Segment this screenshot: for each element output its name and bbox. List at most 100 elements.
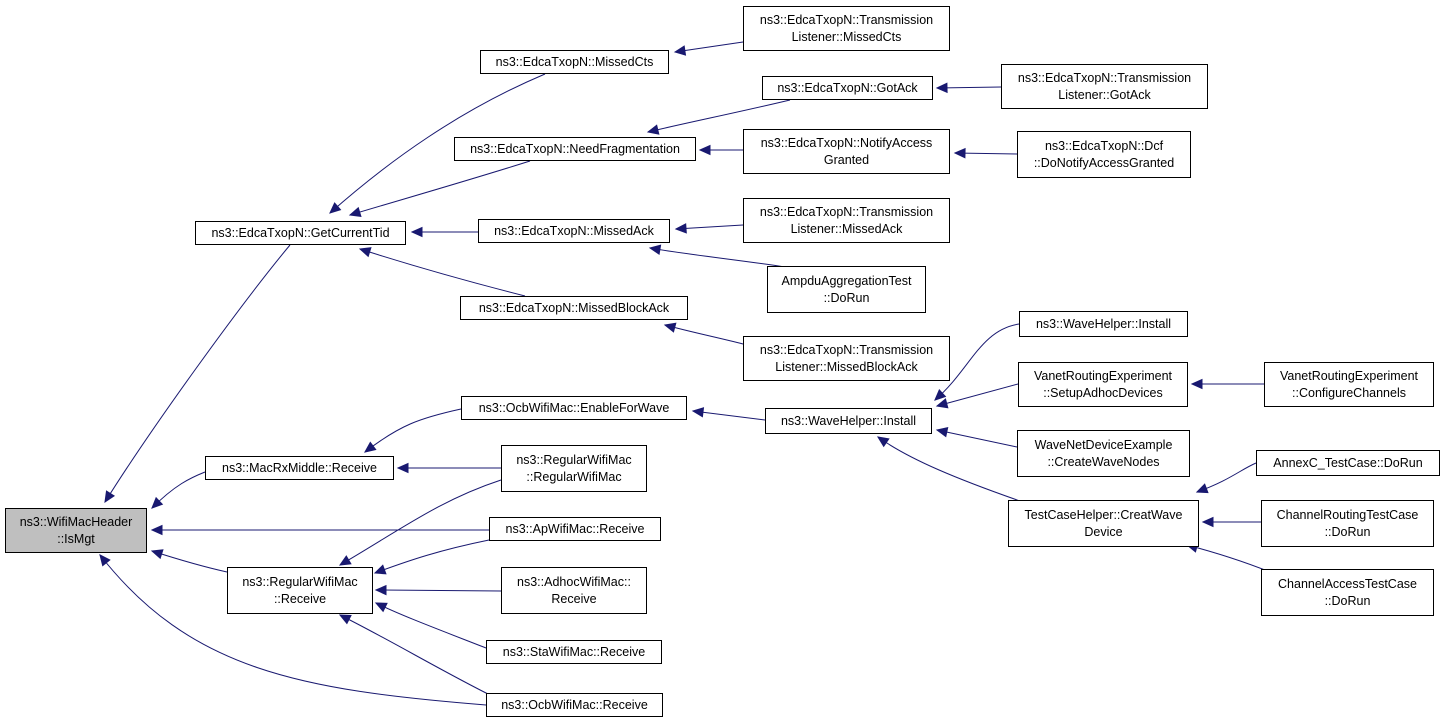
node-label-line: AnnexC_TestCase::DoRun (1273, 455, 1423, 470)
call-edge (675, 224, 744, 230)
arrowhead (1195, 483, 1209, 494)
node-channelaccesstestcase-dorun[interactable]: ChannelAccessTestCase::DoRun (1261, 569, 1434, 616)
node-macrxmiddle-receive[interactable]: ns3::MacRxMiddle::Receive (205, 456, 394, 480)
node-apwifimac-receive[interactable]: ns3::ApWifiMac::Receive (489, 517, 661, 541)
node-label-line: ns3::WaveHelper::Install (1035, 316, 1171, 331)
node-label-line: ns3::EdcaTxopN::Transmission (759, 204, 934, 219)
node-regularwifimac-regularwifimac[interactable]: ns3::RegularWifiMac::RegularWifiMac (501, 445, 647, 492)
node-wavehelper-install[interactable]: ns3::WaveHelper::Install (765, 408, 932, 434)
node-label-line: ns3::OcbWifiMac::EnableForWave (478, 400, 670, 415)
call-edge (104, 244, 291, 503)
arrowhead (935, 82, 948, 94)
call-edge (339, 479, 502, 566)
node-channelroutingtestcase-dorun[interactable]: ChannelRoutingTestCase::DoRun (1261, 500, 1434, 547)
call-edge (936, 429, 1018, 448)
node-ocbwifimac-enableforwave[interactable]: ns3::OcbWifiMac::EnableForWave (461, 396, 687, 420)
arrowhead (374, 584, 387, 596)
node-label-line: ChannelAccessTestCase (1278, 576, 1417, 591)
node-stawifimac-receive[interactable]: ns3::StaWifiMac::Receive (486, 640, 662, 664)
node-label-line: ns3::RegularWifiMac (516, 452, 632, 467)
node-label-line: ::ConfigureChannels (1292, 385, 1406, 400)
node-label-line: ::RegularWifiMac (526, 469, 622, 484)
arrowhead (935, 398, 949, 409)
call-edge (877, 436, 1021, 502)
arrowhead (396, 462, 409, 474)
node-label-line: ::DoNotifyAccessGranted (1033, 155, 1175, 170)
arrowhead (99, 554, 111, 567)
node-edcatxopn-gotack[interactable]: ns3::EdcaTxopN::GotAck (762, 76, 933, 100)
node-label-line: Listener::GotAck (1058, 87, 1151, 102)
node-label-line: TestCaseHelper::CreatWave (1024, 507, 1183, 522)
arrowhead (374, 602, 388, 613)
node-vanetroutingexperiment-setupadhocdevices[interactable]: VanetRoutingExperiment::SetupAdhocDevice… (1018, 362, 1188, 407)
arrowhead (338, 614, 352, 625)
node-label-line: ns3::EdcaTxopN::Dcf (1044, 138, 1164, 153)
arrowhead (646, 124, 660, 135)
node-label-line: WaveNetDeviceExample (1034, 437, 1173, 452)
arrowhead (104, 490, 116, 504)
call-edge (374, 539, 490, 574)
arrowhead (674, 223, 687, 234)
node-label-line: ns3::EdcaTxopN::MissedCts (495, 54, 654, 69)
node-edcatxopn-dcf-donotifyaccessgranted[interactable]: ns3::EdcaTxopN::Dcf::DoNotifyAccessGrant… (1017, 131, 1191, 178)
node-label-line: ns3::ApWifiMac::Receive (505, 521, 645, 536)
node-edcatxopn-missedblockack[interactable]: ns3::EdcaTxopN::MissedBlockAck (460, 296, 688, 320)
node-label-line: ns3::AdhocWifiMac:: (517, 574, 631, 589)
node-edcatxopn-getcurrenttid[interactable]: ns3::EdcaTxopN::GetCurrentTid (195, 221, 406, 245)
node-vanetroutingexperiment-configurechannels[interactable]: VanetRoutingExperiment::ConfigureChannel… (1264, 362, 1434, 407)
node-edcatxopn-missedack[interactable]: ns3::EdcaTxopN::MissedAck (478, 219, 670, 243)
arrowhead (698, 144, 711, 156)
arrowhead (876, 436, 890, 448)
arrowhead (691, 407, 705, 418)
call-edge (364, 408, 462, 453)
node-edcatxopn-missedcts[interactable]: ns3::EdcaTxopN::MissedCts (480, 50, 669, 74)
call-edge (375, 589, 502, 592)
arrowhead (1190, 378, 1203, 390)
call-edge (329, 73, 546, 214)
call-edge (692, 410, 766, 421)
call-edge (664, 324, 744, 345)
arrowhead (358, 247, 372, 258)
node-label-line: ns3::EdcaTxopN::MissedAck (494, 223, 654, 238)
node-label-line: VanetRoutingExperiment (1033, 368, 1173, 383)
node-annexc-testcase-dorun[interactable]: AnnexC_TestCase::DoRun (1256, 450, 1440, 476)
arrowhead (364, 441, 377, 453)
arrowhead (151, 496, 164, 509)
node-label-line: ::Receive (273, 591, 327, 606)
arrowhead (150, 524, 163, 536)
node-regularwifimac-receive[interactable]: ns3::RegularWifiMac::Receive (227, 567, 373, 614)
arrowhead (348, 206, 362, 217)
node-adhocwifimac-receive[interactable]: ns3::AdhocWifiMac::Receive (501, 567, 647, 614)
arrowhead (934, 388, 947, 401)
node-label-line: ::SetupAdhocDevices (1043, 385, 1163, 400)
node-label-line: Listener::MissedAck (790, 221, 903, 236)
arrowhead (329, 202, 342, 214)
node-ocbwifimac-receive[interactable]: ns3::OcbWifiMac::Receive (486, 693, 663, 717)
node-wavenetdeviceexample-createwavenodes[interactable]: WaveNetDeviceExample::CreateWaveNodes (1017, 430, 1190, 477)
node-label-line: ::DoRun (1324, 524, 1371, 539)
call-edge (151, 550, 228, 573)
node-label-line: ns3::EdcaTxopN::GotAck (777, 80, 918, 95)
arrowhead (648, 244, 662, 255)
node-wavehelper-install-upper[interactable]: ns3::WaveHelper::Install (1019, 311, 1188, 337)
node-ampduaggregationtest-dorun[interactable]: AmpduAggregationTest::DoRun (767, 266, 926, 313)
node-wifimacheader-ismgt: ns3::WifiMacHeader::IsMgt (5, 508, 147, 553)
node-edcatxopn-needfragmentation[interactable]: ns3::EdcaTxopN::NeedFragmentation (454, 137, 696, 161)
node-label-line: Granted (823, 152, 870, 167)
call-edge (359, 248, 526, 297)
node-label-line: ::DoRun (1324, 593, 1371, 608)
node-label-line: ns3::EdcaTxopN::Transmission (1017, 70, 1192, 85)
node-label-line: ns3::OcbWifiMac::Receive (501, 697, 648, 712)
call-edge (936, 383, 1019, 407)
node-label-line: AmpduAggregationTest (781, 273, 912, 288)
call-edge (674, 41, 744, 53)
node-label-line: VanetRoutingExperiment (1279, 368, 1419, 383)
arrowhead (673, 45, 687, 56)
